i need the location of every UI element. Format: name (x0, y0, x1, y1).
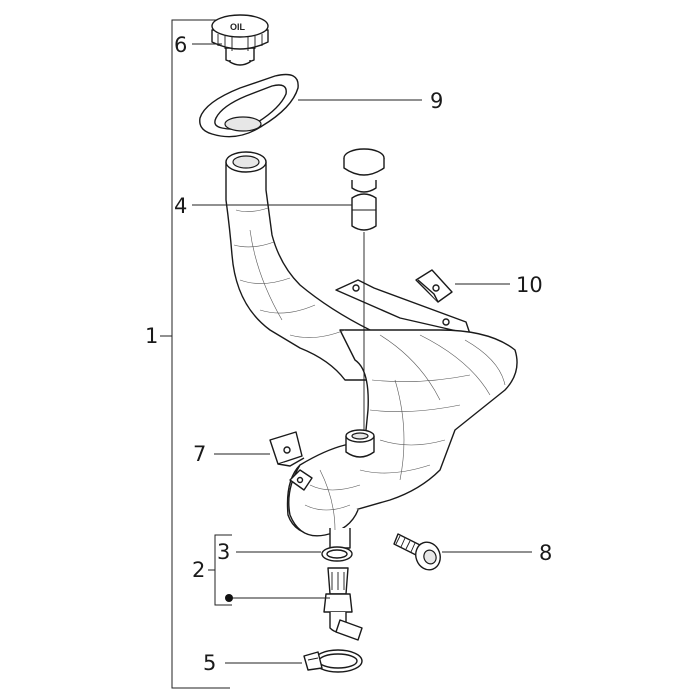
screw (393, 533, 441, 571)
clip-nut (415, 269, 453, 303)
subassembly-bracket (208, 534, 232, 606)
dipstick-plug (343, 148, 385, 430)
oil-cap: OIL (211, 14, 269, 66)
oil-tank-body (225, 151, 518, 549)
callout-2: 2 (192, 558, 205, 582)
hose-clamp (303, 649, 363, 673)
callout-4: 4 (174, 194, 187, 218)
callout-3: 3 (217, 540, 230, 564)
callout-5: 5 (203, 651, 216, 675)
callout-6: 6 (174, 33, 187, 57)
callout-8: 8 (539, 541, 552, 565)
fitting-leader (225, 594, 330, 602)
clip (269, 431, 305, 467)
callout-9: 9 (430, 89, 443, 113)
callout-10: 10 (516, 273, 543, 297)
callout-1: 1 (145, 324, 158, 348)
outlet-fitting (323, 567, 363, 641)
assembly-bracket (160, 19, 230, 689)
oil-cap-text: OIL (230, 22, 246, 32)
callout-7: 7 (193, 442, 206, 466)
gasket (199, 73, 299, 138)
o-ring (321, 546, 353, 562)
